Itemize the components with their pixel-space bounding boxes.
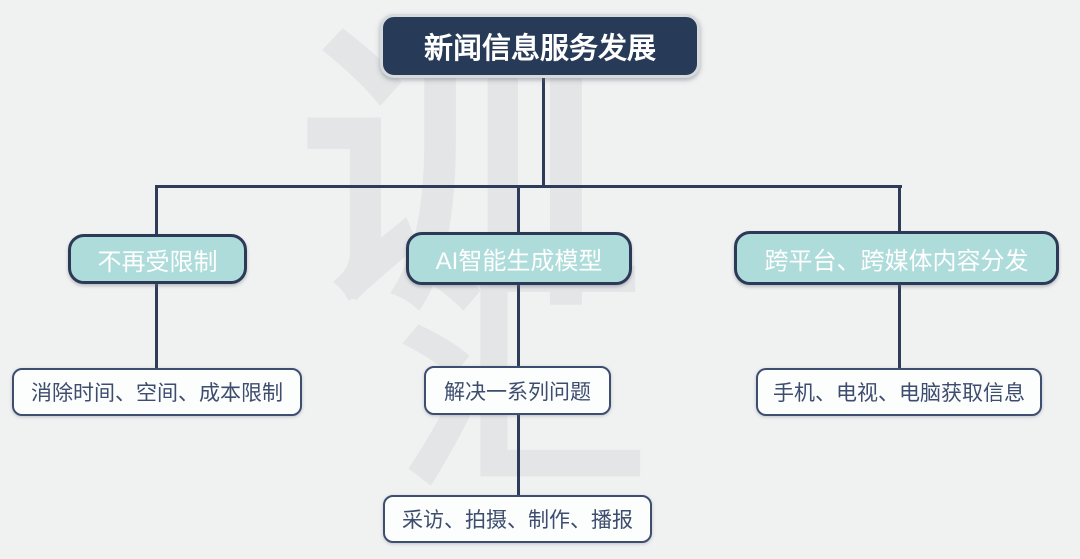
leaf-node-left: 消除时间、空间、成本限制 [12, 368, 302, 416]
connector-main-horizontal [155, 185, 902, 188]
connector-root-stem [542, 77, 545, 186]
leaf-node-middle-bottom: 采访、拍摄、制作、播报 [383, 495, 652, 543]
connector-drop-right [898, 185, 901, 232]
connector-right-child [898, 283, 901, 369]
connector-drop-middle [517, 185, 520, 233]
root-node: 新闻信息服务发展 [380, 14, 700, 78]
connector-left-child [155, 282, 158, 369]
branch-node-right: 跨平台、跨媒体内容分发 [734, 231, 1059, 285]
connector-drop-left [155, 185, 158, 235]
branch-node-middle: AI智能生成模型 [406, 232, 632, 285]
leaf-node-middle: 解决一系列问题 [424, 366, 611, 415]
leaf-node-right: 手机、电视、电脑获取信息 [756, 368, 1042, 416]
branch-node-left: 不再受限制 [68, 234, 247, 284]
